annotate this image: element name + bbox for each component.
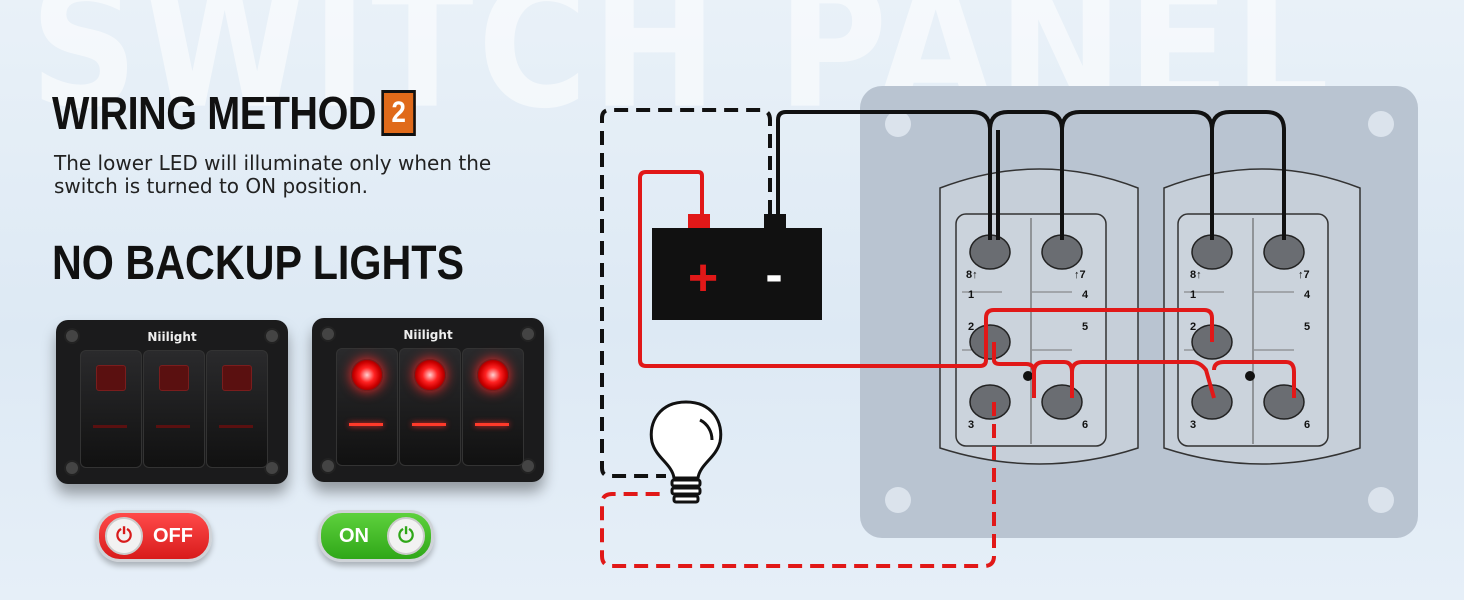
terminal-label: ↑7 — [1074, 269, 1086, 281]
screw-icon — [264, 460, 280, 476]
battery-positive: + — [688, 249, 718, 307]
rocker-switch[interactable] — [336, 348, 398, 466]
off-toggle[interactable]: ⏻ OFF — [96, 510, 212, 562]
terminal-label: 1 — [1190, 289, 1196, 301]
plate-hole — [1368, 487, 1394, 513]
brand-logo: Niilight — [147, 330, 197, 344]
led-strip — [93, 425, 127, 428]
screw-icon — [520, 458, 536, 474]
rocker-switch[interactable] — [206, 350, 268, 468]
led-strip — [412, 423, 446, 426]
ground-wire-dashed — [600, 108, 772, 478]
battery-negative: - — [765, 246, 782, 304]
led-strip — [349, 423, 383, 426]
screw-icon — [320, 458, 336, 474]
on-label: ON — [339, 524, 369, 547]
switch-panel-on: Niilight — [312, 318, 544, 482]
terminal-label: 2 — [1190, 321, 1196, 333]
terminal-label: 6 — [1304, 419, 1310, 431]
description-text: The lower LED will illuminate only when … — [54, 151, 492, 198]
battery-icon: + - — [652, 214, 822, 320]
indicator-lamp — [477, 359, 509, 391]
plate-hole — [885, 111, 911, 137]
screw-icon — [64, 460, 80, 476]
rocker-switch[interactable] — [80, 350, 142, 468]
screw-icon — [264, 328, 280, 344]
terminal-6 — [1263, 384, 1305, 420]
plate-hole — [885, 487, 911, 513]
off-label: OFF — [153, 524, 193, 547]
terminal-label: 8↑ — [966, 269, 978, 281]
terminal-label: 3 — [1190, 419, 1196, 431]
negative-wire-jumper — [1210, 110, 1286, 240]
subheading: NO BACKUP LIGHTS — [52, 237, 465, 290]
brand-logo: Niilight — [403, 328, 453, 342]
terminal-label: 2 — [968, 321, 974, 333]
terminal-label: 5 — [1082, 321, 1088, 333]
indicator-lamp — [351, 359, 383, 391]
page-title: WIRING METHOD 2 — [52, 86, 416, 140]
plate-hole — [1368, 111, 1394, 137]
power-icon: ⏻ — [105, 517, 143, 555]
led-wire-dashed — [600, 402, 996, 568]
terminal-label: 4 — [1304, 289, 1311, 301]
screw-icon — [64, 328, 80, 344]
terminal-6 — [1041, 384, 1083, 420]
led-strip — [219, 425, 253, 428]
led-hole — [1245, 371, 1255, 381]
terminal-7 — [1041, 234, 1083, 270]
title-text: WIRING METHOD — [52, 87, 377, 139]
terminal-8 — [969, 234, 1011, 270]
terminal-label: 1 — [968, 289, 974, 301]
rocker-switch[interactable] — [462, 348, 524, 466]
indicator-lamp — [222, 365, 252, 391]
jumper-wire — [1212, 360, 1296, 398]
terminal-label: 5 — [1304, 321, 1310, 333]
terminal-3 — [969, 384, 1011, 420]
indicator-lamp — [96, 365, 126, 391]
light-bulb-icon — [649, 400, 723, 504]
terminal-label: 8↑ — [1190, 269, 1202, 281]
screw-icon — [520, 326, 536, 342]
led-hole — [1023, 371, 1033, 381]
switch-panel-off: Niilight — [56, 320, 288, 484]
terminal-7 — [1263, 234, 1305, 270]
terminal-8 — [1191, 234, 1233, 270]
led-strip — [156, 425, 190, 428]
indicator-lamp — [414, 359, 446, 391]
terminal-label: ↑7 — [1298, 269, 1310, 281]
rocker-switch[interactable] — [143, 350, 205, 468]
screw-icon — [320, 326, 336, 342]
on-toggle[interactable]: ON ⏻ — [318, 510, 434, 562]
rocker-switch[interactable] — [399, 348, 461, 466]
power-icon: ⏻ — [387, 517, 425, 555]
terminal-label: 3 — [968, 419, 974, 431]
positive-wire — [638, 170, 1214, 368]
terminal-label: 4 — [1082, 289, 1089, 301]
terminal-label: 6 — [1082, 419, 1088, 431]
jumper-wire — [1070, 360, 1216, 399]
terminal-2 — [969, 324, 1011, 360]
method-number-badge: 2 — [381, 90, 416, 136]
indicator-lamp — [159, 365, 189, 391]
led-strip — [475, 423, 509, 426]
